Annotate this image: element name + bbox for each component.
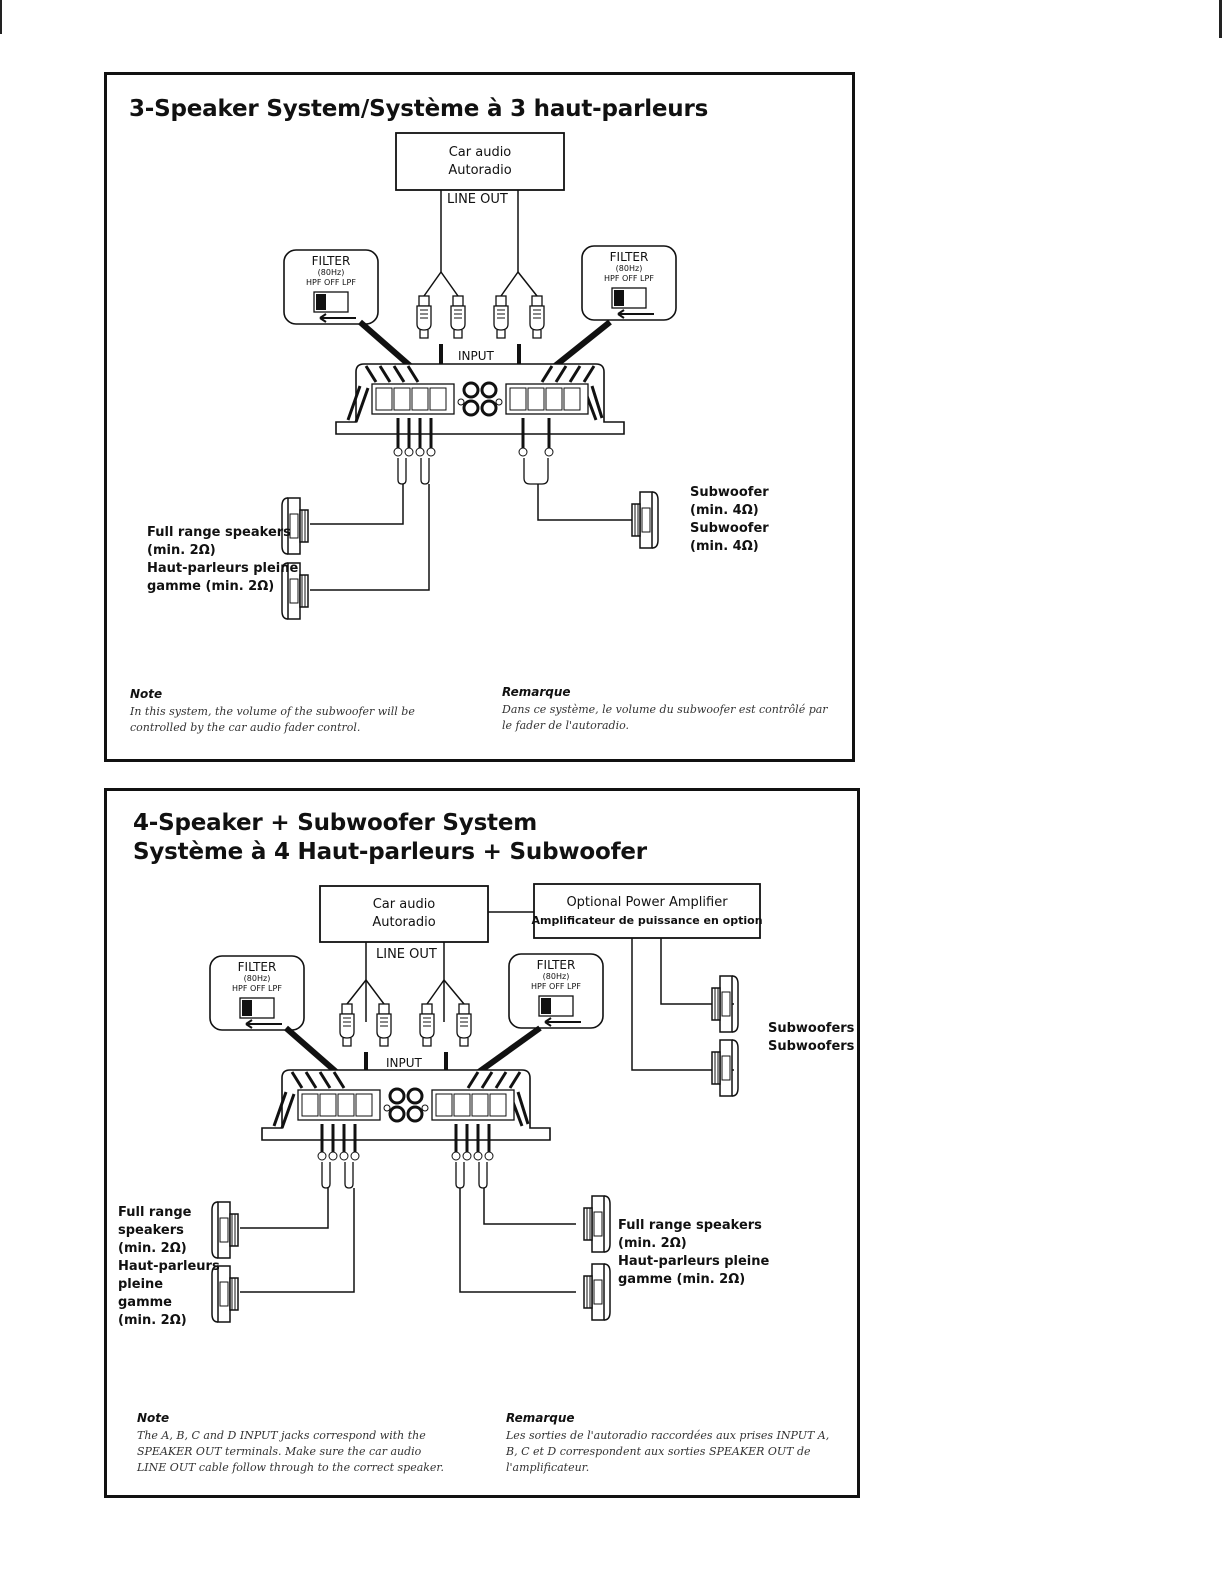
panel2-note: Note The A, B, C and D INPUT jacks corre… (137, 1410, 453, 1476)
optional-amp-box (533, 883, 761, 939)
panel1-note-heading: Note (130, 687, 163, 701)
rca-plug-2-4 (456, 1003, 472, 1047)
panel1-remarque: Remarque Dans ce système, le volume du s… (502, 684, 832, 734)
panel2-title-line2: Système à 4 Haut-parleurs + Subwoofer (133, 839, 647, 865)
subwoofers-en: Subwoofers (768, 1021, 855, 1036)
rca-plug-2-2 (376, 1003, 392, 1047)
autoradio-label-2: Autoradio (372, 915, 435, 930)
three-speaker-panel: 3-Speaker System/Système à 3 haut-parleu… (104, 72, 855, 762)
panel2-remarque: Remarque Les sorties de l'autoradio racc… (506, 1410, 836, 1476)
full-range-speakers-label: Full range speakers (min. 2Ω) Haut-parle… (147, 524, 298, 596)
car-audio-box-2 (319, 885, 489, 943)
frl-5: gamme (118, 1295, 172, 1310)
optional-amp-label: Optional Power Amplifier (566, 895, 728, 910)
panel2-note-text: The A, B, C and D INPUT jacks correspond… (137, 1429, 444, 1474)
full-range-left-label: Full range speakers (min. 2Ω) Haut-parle… (118, 1204, 220, 1330)
subwoofer-en: Subwoofer (690, 485, 769, 500)
frr-2: Haut-parleurs pleine (618, 1254, 770, 1269)
full-range-speaker-right-1 (583, 1195, 611, 1253)
panel1-note: Note In this system, the volume of the s… (130, 686, 430, 736)
filter-switch-right-2 (508, 953, 604, 1029)
frl-0: Full range (118, 1205, 192, 1220)
frl-2: (min. 2Ω) (118, 1241, 187, 1256)
panel1-remarque-text: Dans ce système, le volume du subwoofer … (502, 703, 828, 732)
car-audio-label-2: Car audio (373, 897, 436, 912)
amplifier-2 (260, 1068, 552, 1142)
frr-3: gamme (min. 2Ω) (618, 1272, 746, 1287)
optional-amp-label-fr: Amplificateur de puissance en option (531, 914, 762, 927)
scan-edge-left (0, 0, 2, 34)
panel2-note-heading: Note (137, 1411, 170, 1425)
frl-1: speakers (118, 1223, 184, 1238)
subwoofer-fr-min: (min. 4Ω) (690, 539, 759, 554)
subwoofer-speaker-a (711, 975, 739, 1033)
panel2-remarque-heading: Remarque (506, 1411, 575, 1425)
frl-6: (min. 2Ω) (118, 1313, 187, 1328)
subwoofer-en-min: (min. 4Ω) (690, 503, 759, 518)
panel2-title-line1: 4-Speaker + Subwoofer System (133, 810, 538, 836)
full-range-en-min: (min. 2Ω) (147, 543, 216, 558)
subwoofer-fr: Subwoofer (690, 521, 769, 536)
filter-switch-left-2 (209, 955, 305, 1031)
panel2-remarque-text: Les sorties de l'autoradio raccordées au… (506, 1429, 830, 1474)
filter-left-modes-2: HPF OFF LPF (232, 984, 282, 993)
scan-edge-right (1219, 0, 1222, 38)
full-range-fr: Haut-parleurs pleine (147, 561, 299, 576)
frr-1: (min. 2Ω) (618, 1236, 687, 1251)
filter-left-freq-2: (80Hz) (244, 974, 271, 983)
subwoofer-speaker-b (711, 1039, 739, 1097)
rca-plug-2-1 (339, 1003, 355, 1047)
panel1-title: 3-Speaker System/Système à 3 haut-parleu… (129, 96, 709, 122)
rca-plug-2-3 (419, 1003, 435, 1047)
frl-4: pleine (118, 1277, 164, 1292)
full-range-fr-min: gamme (min. 2Ω) (147, 579, 275, 594)
filter-right-freq-2: (80Hz) (543, 972, 570, 981)
full-range-en: Full range speakers (147, 525, 291, 540)
line-out-label-2: LINE OUT (376, 947, 437, 962)
filter-right-modes-2: HPF OFF LPF (531, 982, 581, 991)
input-label-2: INPUT (386, 1056, 423, 1070)
full-range-speaker-right-2 (583, 1263, 611, 1321)
full-range-right-label: Full range speakers (min. 2Ω) Haut-parle… (618, 1217, 769, 1289)
frl-3: Haut-parleurs (118, 1259, 220, 1274)
subwoofers-fr: Subwoofers (768, 1039, 855, 1054)
filter-right-title-2: FILTER (537, 958, 576, 972)
subwoofers-label: Subwoofers Subwoofers (768, 1020, 854, 1056)
panel1-remarque-heading: Remarque (502, 685, 571, 699)
subwoofer-label: Subwoofer (min. 4Ω) Subwoofer (min. 4Ω) (690, 484, 769, 556)
four-speaker-panel: 4-Speaker + Subwoofer System Système à 4… (104, 788, 860, 1498)
panel1-note-text: In this system, the volume of the subwoo… (130, 705, 415, 734)
filter-left-title-2: FILTER (238, 960, 277, 974)
frr-0: Full range speakers (618, 1218, 762, 1233)
